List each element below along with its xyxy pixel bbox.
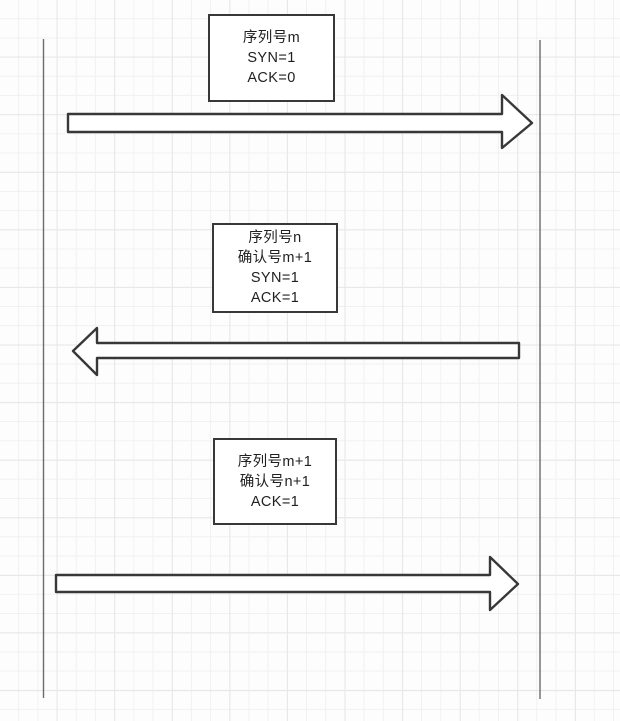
arrow-syn-right-icon xyxy=(66,93,534,150)
message-label-line: 确认号n+1 xyxy=(239,473,311,490)
message-label-line: ACK=1 xyxy=(250,290,300,306)
message-label-line: 确认号m+1 xyxy=(237,250,313,266)
message-label-line: ACK=1 xyxy=(250,493,300,510)
message-label-syn-ack: 序列号n 确认号m+1 SYN=1 ACK=1 xyxy=(212,223,338,313)
message-label-line: SYN=1 xyxy=(250,270,300,286)
message-label-syn: 序列号m SYN=1 ACK=0 xyxy=(208,14,335,102)
message-label-line: SYN=1 xyxy=(247,50,296,66)
arrow-syn-ack-left-icon xyxy=(71,326,521,377)
message-label-line: 序列号m xyxy=(242,30,301,46)
message-label-ack: 序列号m+1 确认号n+1 ACK=1 xyxy=(213,438,337,525)
message-label-line: 序列号m+1 xyxy=(237,453,313,470)
message-label-line: 序列号n xyxy=(248,230,302,246)
arrow-ack-right-icon xyxy=(54,555,520,612)
message-label-line: ACK=0 xyxy=(247,70,296,86)
